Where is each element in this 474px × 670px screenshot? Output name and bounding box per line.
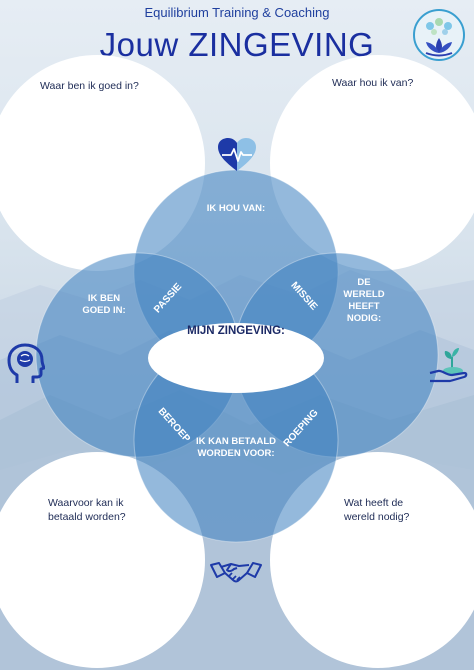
question-paid-for: Waarvoor kan ik betaald worden? — [48, 497, 126, 523]
handshake-icon — [210, 562, 262, 583]
center-label: MIJN ZINGEVING: — [187, 325, 285, 337]
circle-paid-for[interactable] — [0, 452, 205, 668]
lotus-logo-icon — [413, 9, 465, 61]
circle-world-needs[interactable] — [270, 452, 474, 668]
question-world-needs: Wat heeft de wereld nodig? — [344, 497, 410, 523]
page-title: Jouw ZINGEVING — [99, 26, 375, 63]
question-good-at: Waar ben ik goed in? — [40, 80, 139, 92]
venn-label-love: IK HOU VAN: — [206, 203, 266, 214]
venn-label-good-at: IK BEN GOED IN: — [82, 293, 126, 316]
hand-plant-icon — [429, 348, 468, 383]
venn-label-paid-for: IK KAN BETAALD WORDEN VOOR: — [195, 436, 277, 459]
venn-label-world-needs: DE WERELD HEEFT NODIG: — [343, 277, 385, 324]
organization-name: Equilibrium Training & Coaching — [144, 5, 330, 20]
brain-head-icon — [7, 343, 45, 383]
question-love: Waar hou ik van? — [332, 77, 414, 89]
center-ellipse[interactable] — [148, 323, 324, 393]
heart-pulse-icon — [218, 138, 256, 171]
